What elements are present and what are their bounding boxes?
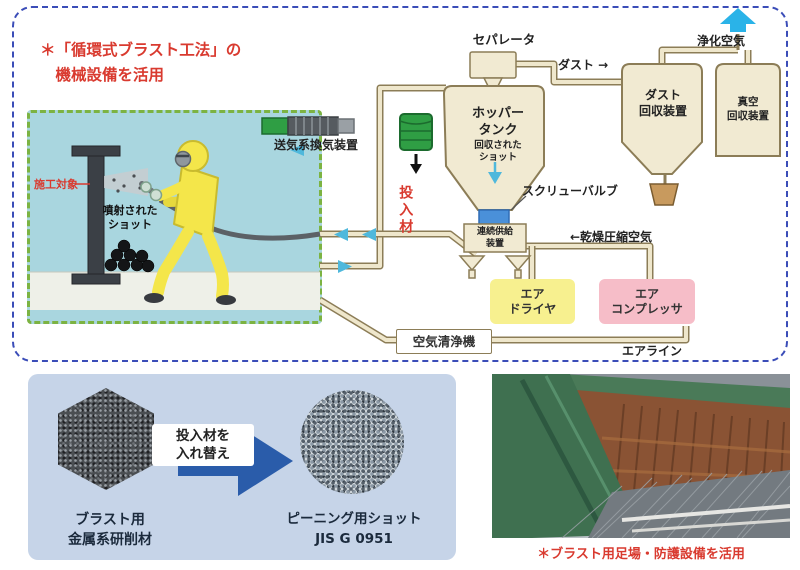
dust-label: ダスト → (558, 58, 609, 72)
input-material-label: 投入材 (397, 184, 414, 236)
recovered-shot-label: 回収された ショット (474, 140, 522, 164)
vacuum-collector-label: 真空 回収装置 (727, 96, 769, 122)
hopper-tank-label: ホッパー タンク (471, 106, 524, 138)
photo-caption: ＊ブラスト用足場・防護設備を活用 (537, 547, 745, 562)
air-dryer-box: エア ドライヤ (490, 279, 575, 324)
peening-shot-photo (300, 390, 404, 494)
separator-vessel (469, 51, 517, 87)
abrasive-caption: ブラスト用 金属系研削材 (68, 512, 152, 549)
air-purifier-box: 空気清浄機 (396, 329, 492, 354)
sprayed-shot-label: 噴射された ショット (102, 204, 158, 232)
air-compressor-box: エア コンプレッサ (599, 279, 695, 324)
input-material-barrel (399, 113, 433, 174)
dust-collector-vessel (621, 63, 703, 206)
purified-air-label: 浄化空気 (696, 34, 745, 48)
bridge-photo-artwork (492, 374, 790, 538)
air-ventilation-label: 送気系換気装置 (273, 138, 358, 152)
continuous-feeder-label: 連続供給 装置 (476, 227, 513, 249)
purified-air-up-arrow-icon (720, 8, 756, 32)
diagram-title: ＊「循環式ブラスト工法」の 機械設備を活用 (40, 41, 242, 84)
dust-collector-label: ダスト 回収装置 (638, 88, 687, 118)
swap-material-label: 投入材を 入れ替え (152, 424, 254, 466)
separator-label: セパレータ (472, 32, 536, 47)
shot-caption: ピーニング用ショット JIS G 0951 (286, 511, 422, 547)
dry-air-label: ←乾燥圧縮空気 (570, 230, 653, 244)
materials-panel: 投入材を 入れ替え ブラスト用 金属系研削材 ピーニング用ショット JIS G … (28, 374, 456, 560)
air-line-label: エアライン (621, 344, 682, 358)
blast-system-diagram: ＊「循環式ブラスト工法」の 機械設備を活用 セパレータ ダスト → 浄化空気 ダ… (12, 6, 788, 362)
bridge-scaffold-photo (492, 374, 790, 538)
abrasive-material-photo (58, 388, 154, 490)
screw-valve-label: スクリューバルブ (522, 184, 618, 198)
work-target-label: 施工対象 (34, 178, 78, 191)
